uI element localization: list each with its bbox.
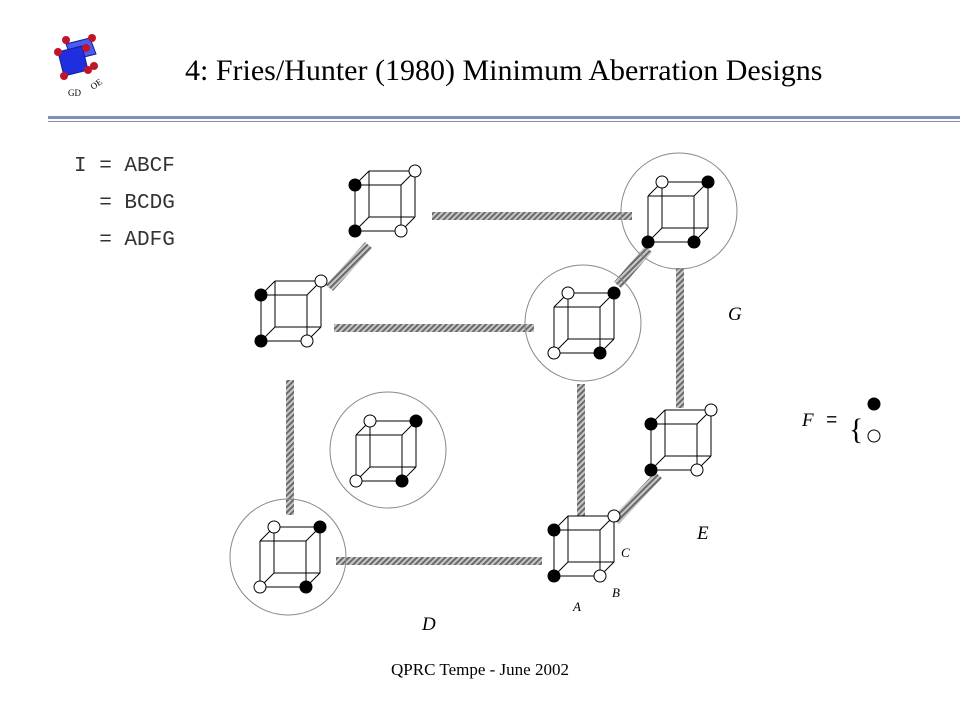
- design-point-filled: [547, 569, 561, 583]
- f-legend: F = {: [801, 397, 881, 446]
- design-point-filled: [348, 178, 362, 192]
- design-point-open: [408, 164, 422, 178]
- design-point-open: [607, 509, 621, 523]
- cube-4: [547, 286, 621, 360]
- selection-circle-3: [329, 391, 447, 509]
- legend-brace: {: [849, 413, 863, 446]
- design-point-open: [253, 580, 267, 594]
- selection-circles: [229, 152, 738, 616]
- design-point-filled: [701, 175, 715, 189]
- design-point-open: [704, 403, 718, 417]
- selection-circle-2: [524, 264, 642, 382]
- cube-2: [641, 175, 715, 249]
- gdoe-logo: GD OE: [54, 34, 104, 98]
- design-point-filled: [409, 414, 423, 428]
- connectors: [286, 212, 684, 565]
- cube-3: [254, 274, 328, 348]
- legend-f-label: F: [801, 410, 814, 431]
- legend-open-dot: [867, 429, 881, 443]
- relation-line-1: I = ABCF: [74, 155, 175, 178]
- design-point-filled: [607, 286, 621, 300]
- design-point-filled: [593, 346, 607, 360]
- design-point-open: [690, 463, 704, 477]
- cube-8: [547, 509, 621, 583]
- title-rule-thick: [48, 116, 960, 119]
- design-point-filled: [348, 224, 362, 238]
- connector-diagonal-upper-left: [326, 242, 372, 291]
- axis-label-c: C: [621, 545, 630, 560]
- design-point-open: [561, 286, 575, 300]
- design-point-filled: [254, 288, 268, 302]
- connector-top-horizontal: [432, 212, 632, 220]
- connector-bottom-horizontal: [336, 557, 542, 565]
- legend-equals: =: [826, 410, 837, 432]
- cube-7: [253, 520, 327, 594]
- design-point-filled: [644, 417, 658, 431]
- cube-5: [349, 414, 423, 488]
- design-point-filled: [547, 523, 561, 537]
- factor-label-g: G: [728, 304, 742, 325]
- legend-filled-dot: [867, 397, 881, 411]
- cube-1: [348, 164, 422, 238]
- axis-label-b: B: [612, 585, 620, 600]
- design-point-open: [349, 474, 363, 488]
- selection-circle-4: [229, 498, 347, 616]
- connector-right-vertical: [676, 268, 684, 408]
- logo-text-left: GD: [68, 88, 81, 98]
- relation-line-3: = ADFG: [74, 229, 175, 252]
- design-point-filled: [254, 334, 268, 348]
- design-point-open: [547, 346, 561, 360]
- design-point-filled: [641, 235, 655, 249]
- title-rule-thin: [48, 121, 960, 122]
- design-point-filled: [299, 580, 313, 594]
- design-point-open: [363, 414, 377, 428]
- design-point-open: [300, 334, 314, 348]
- axis-label-a: A: [572, 599, 581, 614]
- selection-circle-1: [620, 152, 738, 270]
- slide-title: 4: Fries/Hunter (1980) Minimum Aberratio…: [185, 54, 823, 87]
- design-point-filled: [313, 520, 327, 534]
- cube-6: [644, 403, 718, 477]
- design-point-open: [655, 175, 669, 189]
- design-point-open: [267, 520, 281, 534]
- connector-left-vertical: [286, 380, 294, 515]
- factor-label-e: E: [696, 523, 709, 544]
- connector-mid-horizontal: [334, 324, 534, 332]
- design-point-filled: [395, 474, 409, 488]
- connector-mid-vertical: [577, 384, 585, 516]
- connector-diagonal-upper-right: [614, 246, 652, 288]
- design-point-open: [314, 274, 328, 288]
- factor-label-d: D: [421, 614, 436, 635]
- connector-diagonal-lower-right: [612, 472, 662, 524]
- cube-logo-icon: [54, 34, 98, 80]
- design-point-filled: [687, 235, 701, 249]
- footer-text: QPRC Tempe - June 2002: [391, 660, 569, 679]
- cubes: [253, 164, 718, 594]
- design-point-open: [394, 224, 408, 238]
- design-point-open: [593, 569, 607, 583]
- relation-line-2: = BCDG: [74, 192, 175, 215]
- design-point-filled: [644, 463, 658, 477]
